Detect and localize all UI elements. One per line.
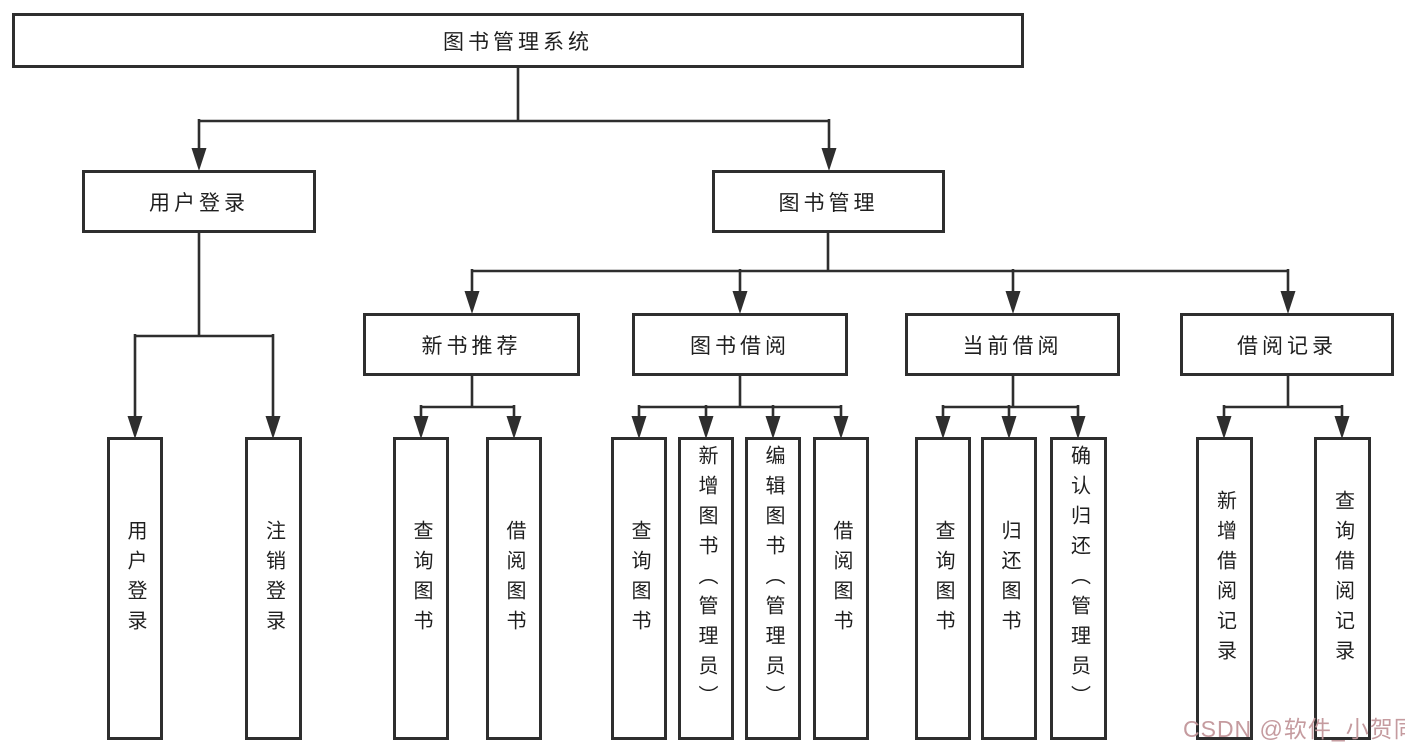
node-book-mgmt: 图书管理: [712, 170, 945, 233]
leaf-label: 查询图书: [628, 519, 650, 640]
leaf-label: 新增借阅记录: [1213, 489, 1236, 670]
leaf-current-query: 查询图书: [915, 437, 971, 740]
leaf-newbooks-borrow: 借阅图书: [486, 437, 542, 740]
node-new-books: 新书推荐: [363, 313, 580, 376]
connector-book-borrow-to-leaves: [631, 375, 849, 439]
leaf-newbooks-query: 查询图书: [393, 437, 449, 740]
leaf-user-login: 用户登录: [107, 437, 163, 740]
leaf-borrow-add-admin: 新增图书（管理员）: [678, 437, 734, 740]
leaf-label: 用户登录: [124, 519, 146, 640]
leaf-label: 新增图书（管理员）: [695, 444, 717, 715]
leaf-borrow-query: 查询图书: [611, 437, 667, 740]
leaf-records-query: 查询借阅记录: [1314, 437, 1371, 740]
leaf-logout: 注销登录: [245, 437, 302, 740]
leaf-label: 借阅图书: [503, 519, 525, 640]
node-borrow-records: 借阅记录: [1180, 313, 1394, 376]
leaf-borrow-borrow: 借阅图书: [813, 437, 869, 740]
csdn-watermark: CSDN @软件_小贺同学: [1183, 716, 1405, 742]
node-current-borrow: 当前借阅: [905, 313, 1120, 376]
connector-current-borrow-to-leaves: [935, 375, 1086, 439]
leaf-label: 查询图书: [932, 519, 954, 640]
leaf-label: 归还图书: [998, 519, 1020, 640]
connector-borrow-records-to-leaves: [1216, 375, 1350, 439]
leaf-label: 注销登录: [262, 519, 285, 640]
leaf-current-return: 归还图书: [981, 437, 1037, 740]
connector-book-mgmt-to-level3: [464, 232, 1296, 314]
leaf-label: 编辑图书（管理员）: [762, 444, 784, 715]
node-user-login: 用户登录: [82, 170, 316, 233]
leaf-borrow-edit-admin: 编辑图书（管理员）: [745, 437, 801, 740]
leaf-current-confirm-admin: 确认归还（管理员）: [1050, 437, 1107, 740]
leaf-label: 查询图书: [410, 519, 432, 640]
connector-root-to-level2: [191, 67, 837, 171]
leaf-label: 借阅图书: [830, 519, 852, 640]
node-book-borrow: 图书借阅: [632, 313, 848, 376]
connector-user-login-to-leaves: [127, 232, 281, 439]
leaf-label: 查询借阅记录: [1331, 489, 1354, 670]
leaf-records-add: 新增借阅记录: [1196, 437, 1253, 740]
connector-new-books-to-leaves: [413, 375, 522, 439]
node-root: 图书管理系统: [12, 13, 1024, 68]
leaf-label: 确认归还（管理员）: [1067, 444, 1090, 715]
